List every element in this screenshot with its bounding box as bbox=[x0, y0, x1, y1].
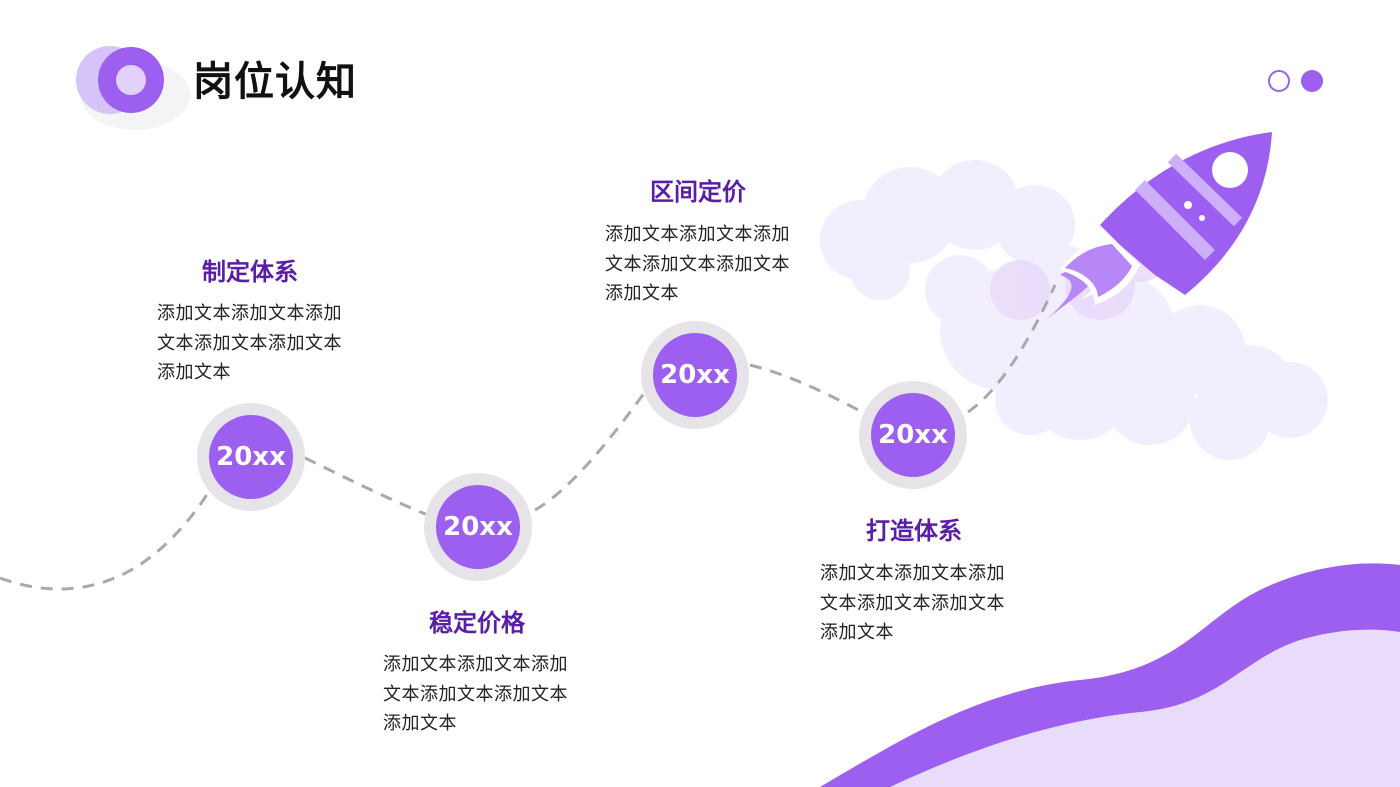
step-3-text: 添加文本添加文本添加文本添加文本添加文本添加文本 bbox=[605, 224, 790, 304]
step-1-year: 20xx bbox=[209, 415, 293, 499]
step-1-node: 20xx bbox=[197, 403, 305, 511]
wave-decoration bbox=[820, 563, 1400, 787]
step-1-title: 制定体系 bbox=[202, 258, 298, 286]
step-4-node: 20xx bbox=[859, 381, 967, 489]
step-4-title: 打造体系 bbox=[866, 517, 962, 545]
step-3-year: 20xx bbox=[653, 333, 737, 417]
step-4-year: 20xx bbox=[871, 393, 955, 477]
step-2-title: 稳定价格 bbox=[429, 609, 525, 637]
step-3-title: 区间定价 bbox=[650, 178, 746, 206]
rocket-icon bbox=[1046, 132, 1272, 320]
pagination-dots-icon bbox=[1268, 70, 1323, 92]
step-4-text: 添加文本添加文本添加文本添加文本添加文本添加文本 bbox=[820, 563, 1005, 643]
step-3-node: 20xx bbox=[641, 321, 749, 429]
step-2-year: 20xx bbox=[436, 485, 520, 569]
step-1-text: 添加文本添加文本添加文本添加文本添加文本添加文本 bbox=[157, 303, 342, 383]
double-circle-logo-icon bbox=[76, 46, 190, 130]
step-2-text: 添加文本添加文本添加文本添加文本添加文本添加文本 bbox=[383, 654, 568, 734]
journey-path bbox=[0, 284, 1057, 591]
page-title: 岗位认知 bbox=[193, 59, 357, 105]
step-2-node: 20xx bbox=[424, 473, 532, 581]
